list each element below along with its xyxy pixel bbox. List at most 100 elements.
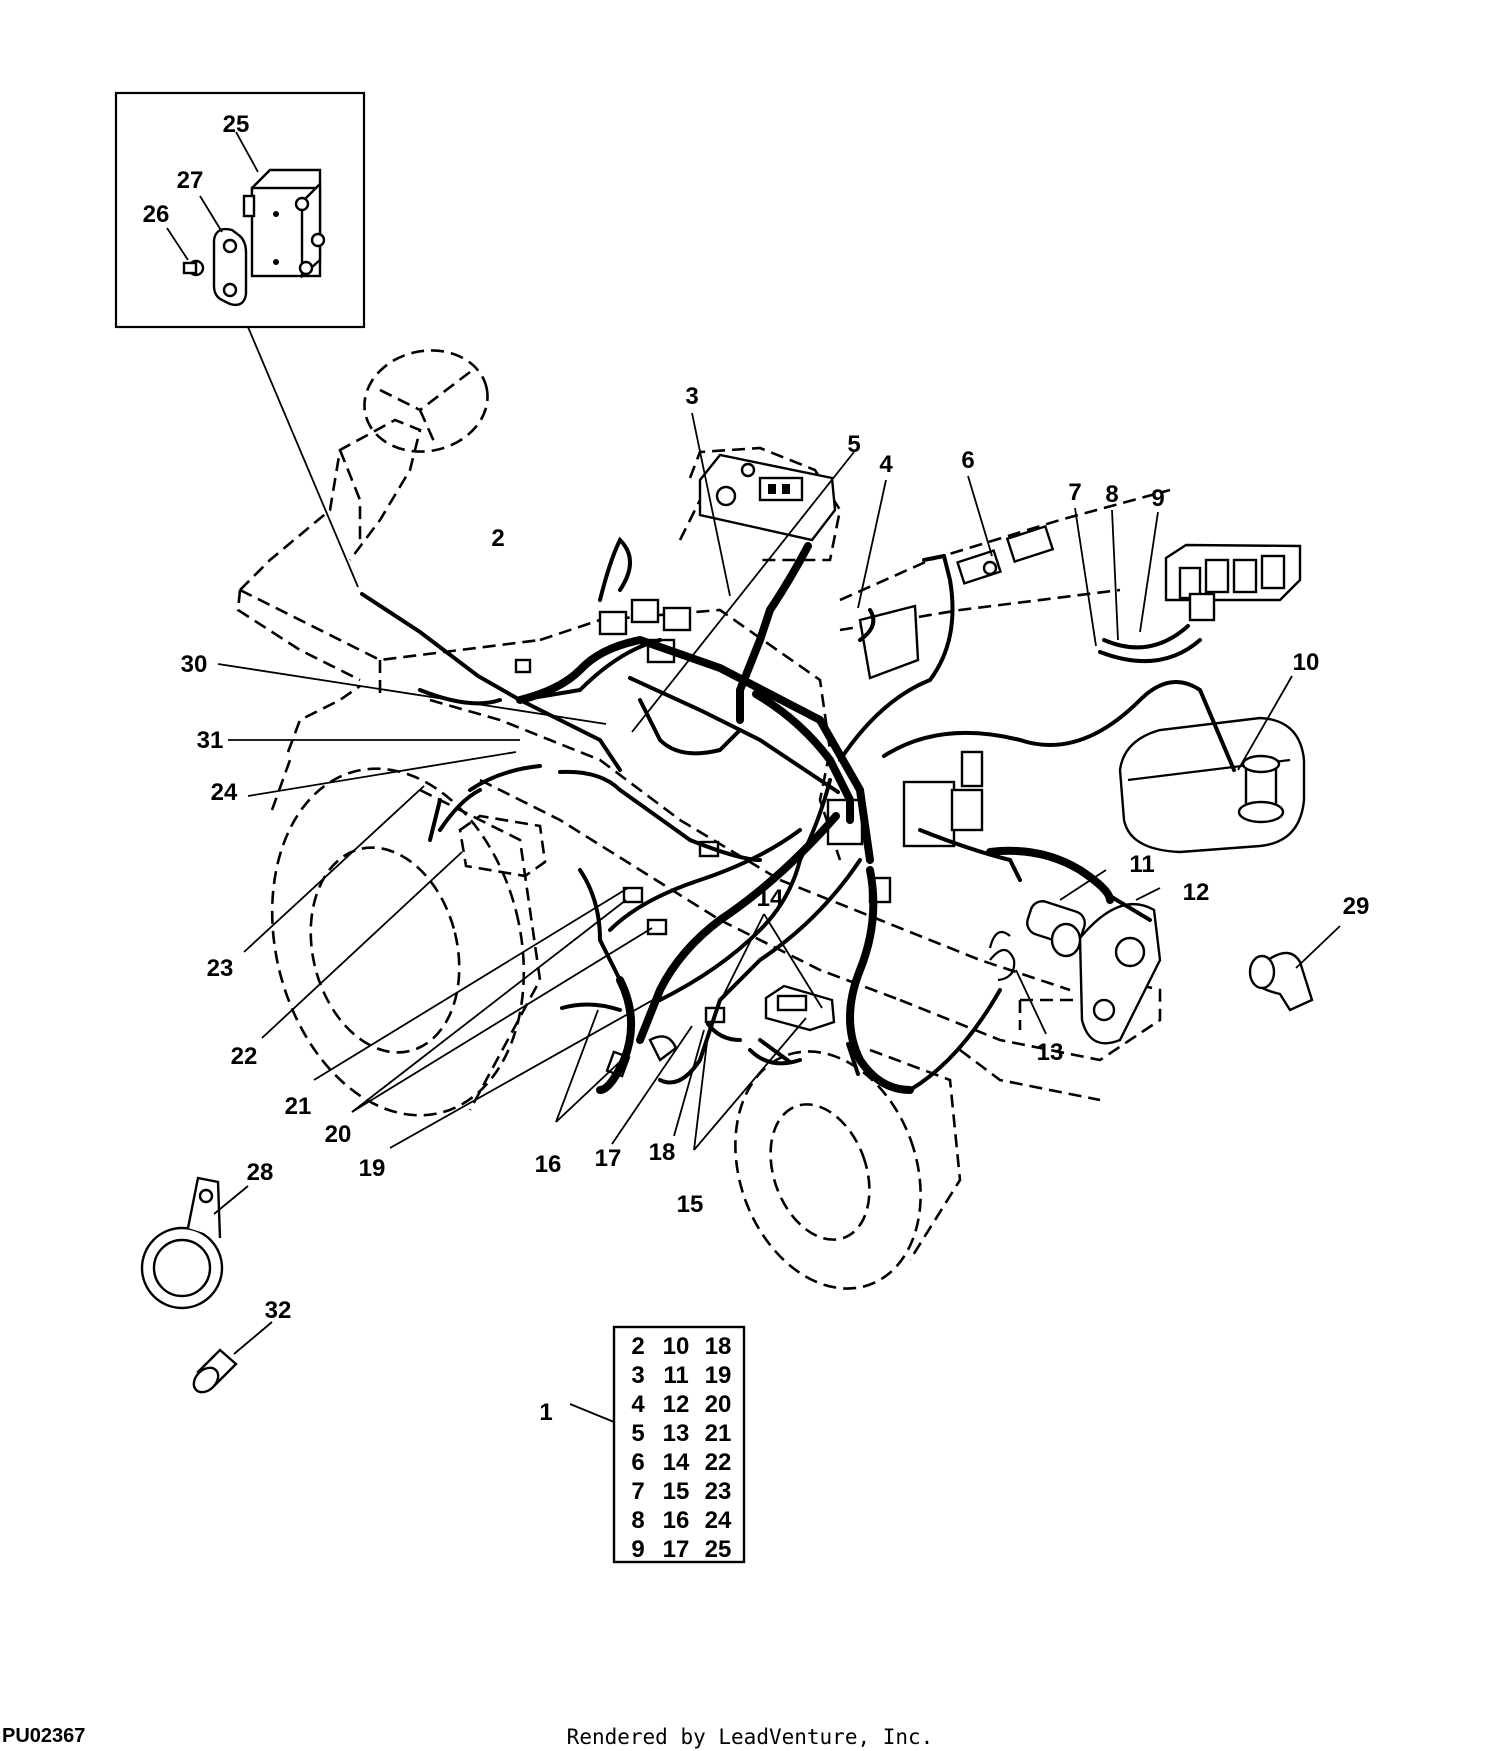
legend-cell: 8	[631, 1507, 644, 1534]
legend-cell: 23	[705, 1478, 732, 1505]
leader-13	[1015, 969, 1047, 1035]
legend-cell: 14	[663, 1449, 690, 1476]
front-left-wheel	[734, 1050, 922, 1290]
callout-32: 32	[265, 1297, 292, 1324]
inset-pointer-line	[247, 326, 359, 588]
ignition-switch-part-6	[956, 524, 1055, 585]
switch-block-part-25	[242, 168, 326, 279]
callout-2: 2	[491, 525, 504, 552]
screw-part-32	[192, 1348, 238, 1394]
leader-15b	[693, 1017, 807, 1151]
steering-wheel	[363, 349, 489, 453]
legend-cell: 11	[663, 1362, 688, 1389]
leader-5	[631, 451, 855, 733]
legend-cell: 25	[705, 1536, 732, 1563]
legend-cell: 2	[631, 1333, 644, 1360]
callout-23: 23	[207, 955, 234, 982]
leader-14b	[763, 913, 823, 1009]
leader-10	[1237, 675, 1293, 771]
inset-detail	[114, 91, 366, 588]
leader-25	[235, 131, 259, 173]
leader-6	[967, 475, 993, 557]
callout-26: 26	[143, 201, 170, 228]
callout-6: 6	[961, 447, 974, 474]
callout-3: 3	[685, 383, 698, 410]
legend-cell: 3	[631, 1362, 644, 1389]
leader-7	[1074, 507, 1097, 647]
legend-cell: 22	[705, 1449, 732, 1476]
callout-17: 17	[595, 1145, 622, 1172]
legend-cell: 7	[631, 1478, 644, 1505]
callout-8: 8	[1105, 481, 1118, 508]
inset-frame	[114, 91, 366, 329]
clamp-part-28	[140, 1176, 224, 1310]
legend-cell: 4	[631, 1391, 645, 1418]
callout-30: 30	[181, 651, 208, 678]
leader-19	[389, 995, 661, 1149]
callout-7: 7	[1068, 479, 1081, 506]
leader-8	[1111, 509, 1119, 641]
leader-20a	[351, 899, 627, 1113]
leader-15a	[693, 1033, 709, 1151]
legend-cell: 12	[663, 1391, 690, 1418]
leader-23	[243, 785, 425, 953]
fuse-holder-part-14	[764, 984, 836, 1032]
callout-19: 19	[359, 1155, 386, 1182]
rear-left-wheel	[270, 767, 526, 1117]
legend-cell: 10	[663, 1333, 690, 1360]
callout-11: 11	[1129, 851, 1154, 878]
callout-24: 24	[211, 779, 238, 806]
legend-cell: 21	[705, 1420, 732, 1447]
legend-cell: 9	[631, 1536, 644, 1563]
leader-18	[673, 1029, 705, 1137]
callout-27: 27	[177, 167, 204, 194]
legend-cell: 20	[705, 1391, 732, 1418]
legend-frame	[612, 1325, 746, 1564]
mounting-plate-part-27	[212, 227, 248, 307]
legend-cell: 24	[705, 1507, 732, 1534]
leader-32	[233, 1321, 273, 1355]
leader-12	[1135, 887, 1161, 901]
leader-11	[1059, 869, 1107, 901]
legend-cell: 16	[663, 1507, 690, 1534]
callout-15: 15	[677, 1191, 704, 1218]
callout-31: 31	[197, 727, 224, 754]
leader-22	[261, 851, 463, 1039]
leader-lines	[213, 412, 1341, 1423]
starter-part-12	[1078, 894, 1162, 1045]
callout-4: 4	[879, 451, 893, 478]
callout-13: 13	[1037, 1039, 1064, 1066]
callout-1: 1	[539, 1399, 552, 1426]
callout-numbers: 1 2 3 4 5 6 7 8 9 10 11 12 13 14 15 16 1…	[143, 111, 1370, 1426]
electrical-components	[140, 453, 1314, 1394]
leader-21	[313, 887, 629, 1081]
callout-16: 16	[535, 1151, 562, 1178]
headlight	[858, 604, 920, 680]
leader-30	[217, 663, 607, 725]
leader-20b	[351, 927, 653, 1113]
leader-3	[691, 412, 731, 597]
callout-5: 5	[847, 431, 860, 458]
leader-24	[247, 751, 517, 797]
callout-21: 21	[285, 1093, 312, 1120]
ignition-coil	[902, 750, 984, 848]
callout-10: 10	[1293, 649, 1320, 676]
legend-cell: 6	[631, 1449, 644, 1476]
callout-25: 25	[223, 111, 250, 138]
leader-26	[166, 227, 189, 261]
legend-cell: 19	[705, 1362, 732, 1389]
leader-1	[569, 1403, 615, 1423]
leader-9	[1139, 511, 1159, 633]
legend-cell: 13	[663, 1420, 690, 1447]
screw-part-26	[182, 259, 205, 277]
callout-14: 14	[757, 885, 784, 912]
legend-cell: 15	[663, 1478, 690, 1505]
figure-id: PU02367	[2, 1725, 86, 1747]
leader-14a	[715, 913, 765, 1011]
leader-17	[611, 1025, 693, 1145]
callout-18: 18	[649, 1139, 676, 1166]
callout-12: 12	[1183, 879, 1210, 906]
fuel-tank-part-10	[1118, 716, 1306, 854]
